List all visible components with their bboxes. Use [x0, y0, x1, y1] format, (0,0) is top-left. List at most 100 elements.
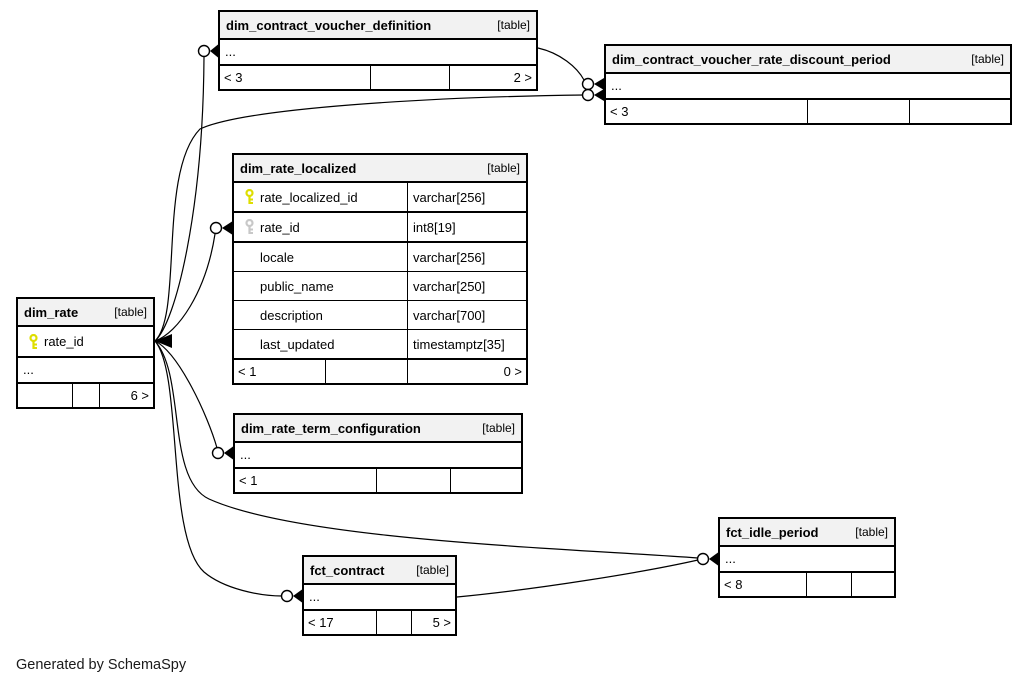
primary-key-icon [22, 333, 44, 350]
column-type: varchar[250] [407, 272, 526, 300]
table-title: dim_rate [24, 304, 79, 320]
footer-children-count: 0 > [407, 360, 526, 383]
columns-ellipsis-row: ... [18, 356, 153, 382]
arrowhead [210, 44, 218, 58]
column-row: public_name varchar[250] [234, 271, 526, 300]
table-footer: 6 > [18, 382, 153, 407]
generated-by-note: Generated by SchemaSpy [16, 657, 187, 673]
table-title: dim_contract_voucher_definition [226, 17, 432, 33]
column-name: public_name [260, 278, 334, 294]
table-footer: < 8 [720, 571, 894, 596]
table-footer: < 17 5 > [304, 609, 455, 634]
table-type-badge: [table] [497, 18, 530, 32]
footer-children-count [851, 573, 894, 596]
table-type-badge: [table] [855, 525, 888, 539]
footer-children-count [450, 469, 521, 492]
edge-rate-idle [154, 340, 699, 559]
column-row: locale varchar[256] [234, 241, 526, 271]
footer-mid-cell [325, 360, 407, 383]
footer-parents-count [18, 384, 72, 407]
column-name: locale [260, 249, 294, 265]
table-dim_rate_localized[interactable]: dim_rate_localized [table] rate_localize… [232, 153, 528, 385]
column-name: last_updated [260, 336, 335, 352]
arrowhead [594, 89, 604, 101]
column-row: rate_localized_id varchar[256] [234, 183, 526, 211]
column-type: varchar[700] [407, 301, 526, 329]
footer-mid-cell [370, 66, 449, 89]
cardinality-circle [211, 446, 225, 460]
arrowhead [293, 589, 302, 603]
table-fct_contract[interactable]: fct_contract [table] ... < 17 5 > [302, 555, 457, 636]
table-title: fct_contract [310, 562, 385, 578]
table-title: dim_contract_voucher_rate_discount_perio… [612, 51, 891, 67]
table-dim_contract_voucher_rate_discount_period[interactable]: dim_contract_voucher_rate_discount_perio… [604, 44, 1012, 125]
table-footer: < 1 0 > [234, 358, 526, 383]
columns-ellipsis-row: ... [725, 551, 736, 566]
footer-mid-cell [376, 611, 411, 634]
primary-key-icon [238, 189, 260, 205]
table-footer: < 1 [235, 467, 521, 492]
cardinality-circle [581, 88, 595, 102]
footer-mid-cell [807, 100, 909, 123]
table-dim_rate[interactable]: dim_rate [table] rate_id ... 6 > [16, 297, 155, 409]
table-title: fct_idle_period [726, 524, 819, 540]
column-name: rate_id [260, 219, 300, 235]
cardinality-circle [581, 77, 595, 91]
footer-parents-count: < 8 [724, 577, 743, 592]
table-type-badge: [table] [482, 421, 515, 435]
column-type: varchar[256] [407, 183, 526, 211]
column-type: varchar[256] [407, 243, 526, 271]
table-fct_idle_period[interactable]: fct_idle_period [table] ... < 8 [718, 517, 896, 598]
column-row: description varchar[700] [234, 300, 526, 329]
edge-contract-idle [456, 559, 699, 598]
table-header[interactable]: fct_contract [table] [304, 557, 455, 585]
table-title: dim_rate_localized [240, 160, 357, 176]
columns-ellipsis-row: ... [309, 589, 320, 604]
edge-definition-discount [537, 47, 585, 81]
table-footer: < 3 [606, 98, 1010, 123]
column-row: last_updated timestamptz[35] [234, 329, 526, 358]
table-header[interactable]: dim_contract_voucher_rate_discount_perio… [606, 46, 1010, 74]
footer-children-count: 5 > [411, 611, 455, 634]
columns-ellipsis-row: ... [225, 44, 236, 59]
arrowhead [594, 78, 604, 90]
table-header[interactable]: dim_rate_localized [table] [234, 155, 526, 183]
arrowhead [709, 552, 718, 566]
table-header[interactable]: dim_rate_term_configuration [table] [235, 415, 521, 443]
edge-rate-discount [154, 94, 585, 342]
table-type-badge: [table] [416, 563, 449, 577]
table-header[interactable]: dim_rate [table] [18, 299, 153, 327]
column-row: rate_id [18, 327, 153, 356]
footer-children-count: 6 > [99, 384, 153, 407]
edge-rate-contract [154, 340, 283, 597]
table-dim_contract_voucher_definition[interactable]: dim_contract_voucher_definition [table] … [218, 10, 538, 91]
arrowhead [224, 446, 233, 460]
footer-parents-count: < 17 [308, 615, 334, 630]
edge-rate-term [154, 340, 218, 449]
footer-parents-count: < 1 [238, 364, 257, 379]
footer-mid-cell [376, 469, 450, 492]
edge-rate-localized [154, 233, 216, 342]
cardinality-circle [696, 552, 710, 566]
column-type: int8[19] [407, 213, 526, 241]
table-type-badge: [table] [971, 52, 1004, 66]
table-type-badge: [table] [114, 305, 147, 319]
footer-children-count: 2 > [449, 66, 536, 89]
arrowhead [222, 221, 232, 235]
table-header[interactable]: fct_idle_period [table] [720, 519, 894, 547]
footer-parents-count: < 3 [610, 104, 629, 119]
column-row: rate_id int8[19] [234, 211, 526, 241]
table-header[interactable]: dim_contract_voucher_definition [table] [220, 12, 536, 40]
foreign-key-icon [238, 219, 260, 235]
table-type-badge: [table] [487, 161, 520, 175]
columns-ellipsis-row: ... [240, 447, 251, 462]
table-dim_rate_term_configuration[interactable]: dim_rate_term_configuration [table] ... … [233, 413, 523, 494]
cardinality-circle [209, 221, 223, 235]
column-type: timestamptz[35] [407, 330, 526, 358]
edge-rate-definition [154, 56, 205, 342]
arrowhead [155, 334, 172, 348]
cardinality-circle [280, 589, 294, 603]
column-name: description [260, 307, 323, 323]
table-title: dim_rate_term_configuration [241, 420, 421, 436]
footer-mid-cell [806, 573, 851, 596]
